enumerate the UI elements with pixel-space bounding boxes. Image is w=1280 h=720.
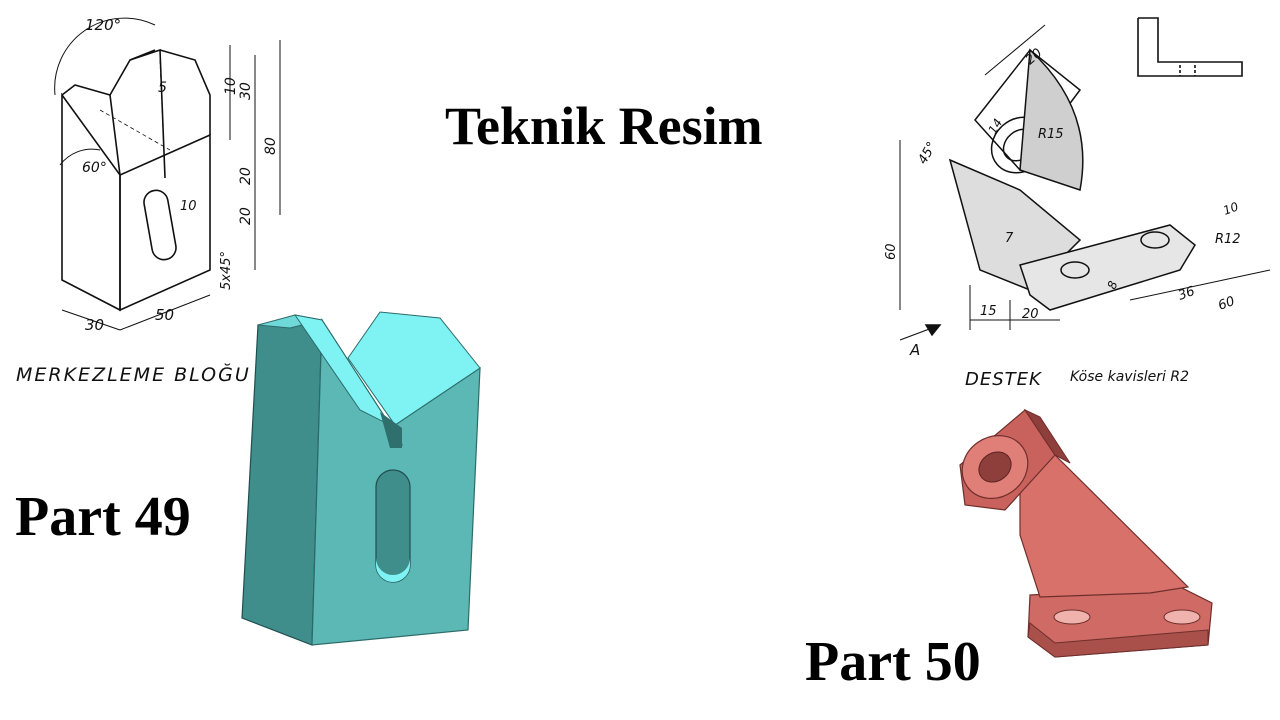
model-hole-left xyxy=(1053,609,1091,625)
model-slot xyxy=(375,469,411,583)
support-drawing: 20 14 R15 45° 60 7 15 20 8 36 60 10 R12 … xyxy=(884,17,1271,359)
dim-30-bottom: 30 xyxy=(85,316,104,334)
dim-45deg: 45° xyxy=(915,140,940,167)
dim-10-right: 10 xyxy=(1221,199,1240,218)
model-gusset xyxy=(1019,454,1190,598)
centering-block-3d-model xyxy=(241,311,481,646)
dim-chamfer: 5x45° xyxy=(219,251,234,290)
drawing-caption-right: DESTEK xyxy=(965,369,1042,390)
model-top-face-right xyxy=(347,311,481,426)
dim-slot-10: 10 xyxy=(180,199,197,214)
view-symbol-icon xyxy=(1137,17,1243,77)
dim-20-a: 20 xyxy=(238,167,254,185)
model-side-face xyxy=(241,319,323,646)
dim-r12: R12 xyxy=(1215,232,1241,247)
model-hole-right xyxy=(1163,609,1201,625)
dim-120: 120° xyxy=(85,16,121,34)
dim-80: 80 xyxy=(263,137,279,155)
part-50-label: Part 50 xyxy=(805,631,981,693)
view-label-a: A xyxy=(909,341,920,359)
dim-60: 60° xyxy=(82,160,107,176)
dim-60-bottom: 60 xyxy=(1216,294,1237,314)
drawing-caption-left: MERKEZLEME BLOĞU xyxy=(16,364,251,386)
dim-10: 10 xyxy=(223,77,239,95)
dim-60-left: 60 xyxy=(884,243,899,260)
dim-36: 36 xyxy=(1176,284,1197,304)
dim-7: 7 xyxy=(1005,231,1014,246)
dim-5: 5 xyxy=(158,80,167,96)
dim-30: 30 xyxy=(238,82,254,100)
dim-20-bottom: 20 xyxy=(1022,307,1039,322)
corner-radius-note: Köse kavisleri R2 xyxy=(1070,369,1189,385)
dim-50: 50 xyxy=(155,306,174,324)
dim-15: 15 xyxy=(980,304,997,319)
model-boss-hole xyxy=(978,451,1012,483)
support-3d-model xyxy=(959,408,1213,658)
centering-block-drawing: 120° 60° 5 10 30 80 20 20 10 5x45° 50 30 xyxy=(54,16,281,334)
part-49-label: Part 49 xyxy=(15,486,191,548)
dim-20-b: 20 xyxy=(238,207,254,225)
page-title: Teknik Resim xyxy=(445,96,763,156)
dim-14: 14 xyxy=(985,116,1005,136)
dim-r15: R15 xyxy=(1038,127,1064,142)
